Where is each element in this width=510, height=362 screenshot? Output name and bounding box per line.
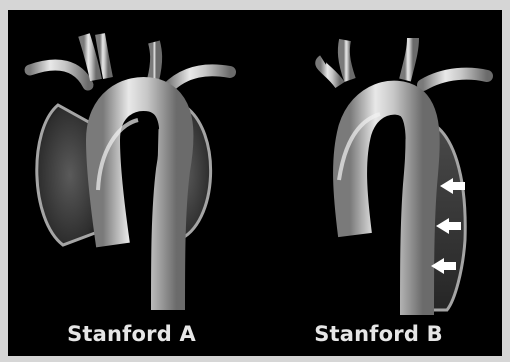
stanford-b-figure: Stanford B xyxy=(255,10,502,356)
stanford-a-figure: Stanford A xyxy=(8,10,255,356)
stanford-b-label: Stanford B xyxy=(255,322,502,346)
stanford-b-aorta-illustration xyxy=(255,10,502,356)
stanford-a-label: Stanford A xyxy=(8,322,255,346)
stanford-a-aorta-illustration xyxy=(8,10,255,356)
illustration-panel: Stanford A xyxy=(8,10,502,356)
